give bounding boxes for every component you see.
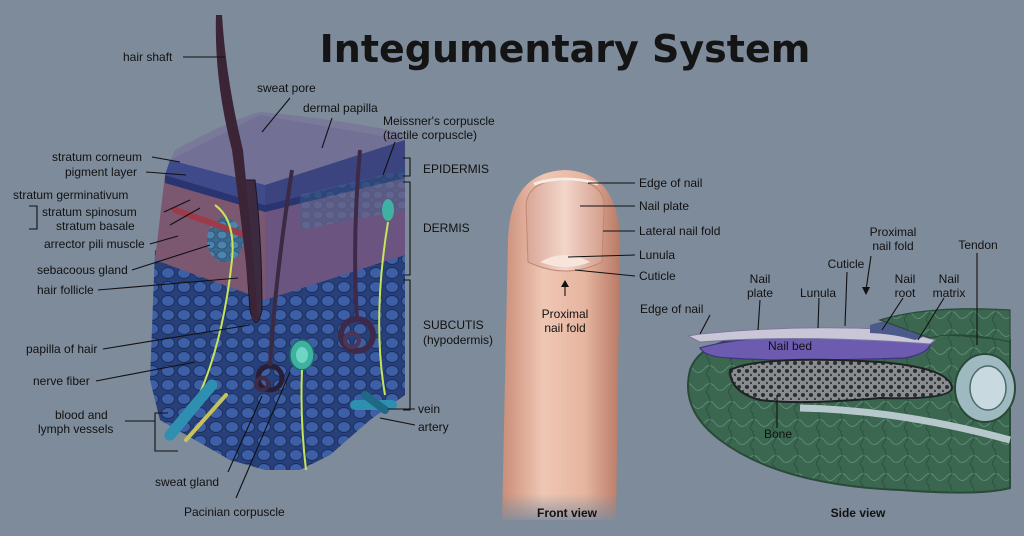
label-lymph-vessels: lymph vessels [38,422,113,436]
finger-side-view [686,308,1016,494]
label-front-view: Front view [537,506,598,520]
label-front-lunula: Lunula [639,248,675,262]
finger-front-view [495,170,625,525]
label-side-cuticle: Cuticle [828,257,865,271]
skin-leader-lines [29,56,416,499]
label-arrector-pili-muscle: arrector pili muscle [44,237,145,251]
label-front-lateral-nail-fold: Lateral nail fold [639,224,720,238]
label-side-bone: Bone [764,427,792,441]
label-side-nail-root-2: root [895,286,916,300]
label-front-edge-of-nail: Edge of nail [639,176,702,190]
label-stratum-basale: stratum basale [56,219,135,233]
label-side-view: Side view [831,506,886,520]
label-vein: vein [418,402,440,416]
label-side-nail-matrix-1: Nail [939,272,960,286]
label-artery: artery [418,420,449,434]
label-pigment-layer: pigment layer [65,165,137,179]
label-side-nail-fold: nail fold [872,239,913,253]
label-hair-follicle: hair follicle [37,283,94,297]
label-side-nail: Nail [750,272,771,286]
label-front-proximal: Proximal [542,307,589,321]
label-epidermis: EPIDERMIS [423,162,489,176]
label-sebaceous-gland: sebacoous gland [37,263,128,277]
label-hypodermis: (hypodermis) [423,333,493,347]
side-leader-lines [699,253,978,428]
label-sweat-pore: sweat pore [257,81,316,95]
label-front-nail-fold: nail fold [544,321,585,335]
label-papilla-of-hair: papilla of hair [26,342,97,356]
label-stratum-corneum: stratum corneum [52,150,142,164]
label-front-nail-plate: Nail plate [639,199,689,213]
label-side-lunula: Lunula [800,286,836,300]
label-side-nail-matrix-2: matrix [933,286,966,300]
label-stratum-spinosum: stratum spinosum [42,205,137,219]
label-subcutis: SUBCUTIS [423,318,484,332]
label-sweat-gland: sweat gland [155,475,219,489]
label-stratum-germinativum: stratum germinativum [13,188,128,202]
label-hair-shaft: hair shaft [123,50,173,64]
label-blood-and: blood and [55,408,108,422]
label-side-proximal: Proximal [870,225,917,239]
front-leader-lines [567,182,636,277]
label-side-tendon: Tendon [958,238,997,252]
label-dermis: DERMIS [423,221,470,235]
label-side-edge-of-nail: Edge of nail [640,302,703,316]
label-meissner-corpuscle: Meissner's corpuscle [383,114,495,128]
label-side-nail-bed: Nail bed [768,339,812,353]
label-front-cuticle: Cuticle [639,269,676,283]
page-title: Integumentary System [320,27,811,71]
label-side-nail-root-1: Nail [895,272,916,286]
label-nerve-fiber: nerve fiber [33,374,90,388]
skin-cross-section [150,15,405,471]
label-dermal-papilla: dermal papilla [303,101,378,115]
label-side-plate: plate [747,286,773,300]
label-tactile-corpuscle: (tactile corpuscle) [383,128,477,142]
label-pacinian-corpuscle: Pacinian corpuscle [184,505,285,519]
